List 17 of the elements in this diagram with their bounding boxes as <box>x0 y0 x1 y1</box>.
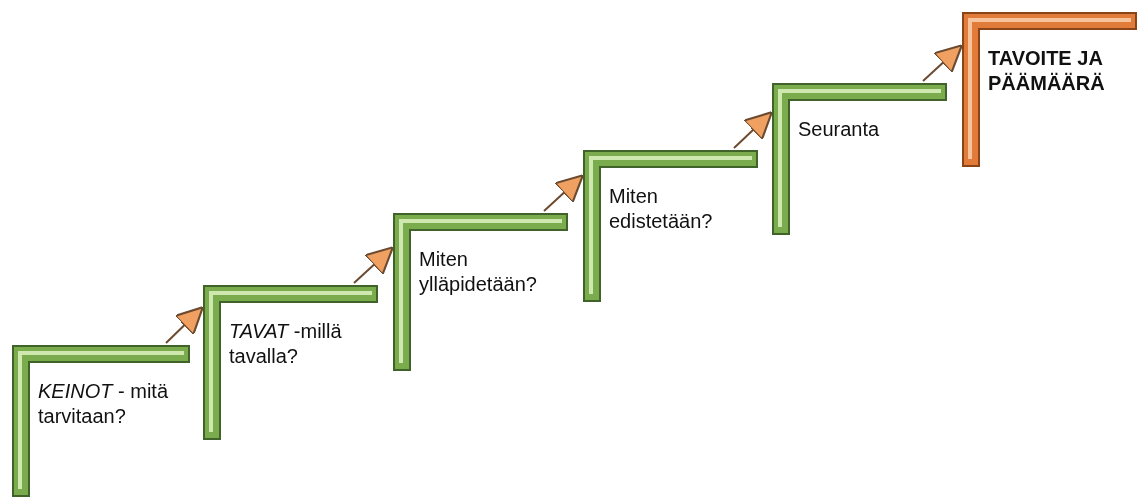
step-label: TAVOITE JA PÄÄMÄÄRÄ <box>988 46 1106 96</box>
stair-step <box>962 12 1137 167</box>
stair-step <box>203 285 378 440</box>
stair-step <box>772 83 947 235</box>
step-label: Miten ylläpidetään? <box>419 247 538 297</box>
arrow <box>165 306 204 344</box>
stair-step <box>393 213 568 371</box>
arrow <box>733 111 773 149</box>
arrow <box>922 44 963 82</box>
arrow <box>543 174 584 212</box>
step-label: KEINOT - mitä tarvitaan? <box>38 379 169 429</box>
step-label: Miten edistetään? <box>609 184 714 234</box>
stair-step <box>12 345 190 497</box>
step-label: TAVAT -millä tavalla? <box>229 319 343 369</box>
step-label: Seuranta <box>798 117 881 142</box>
stair-step <box>583 150 758 302</box>
arrow <box>353 246 394 284</box>
